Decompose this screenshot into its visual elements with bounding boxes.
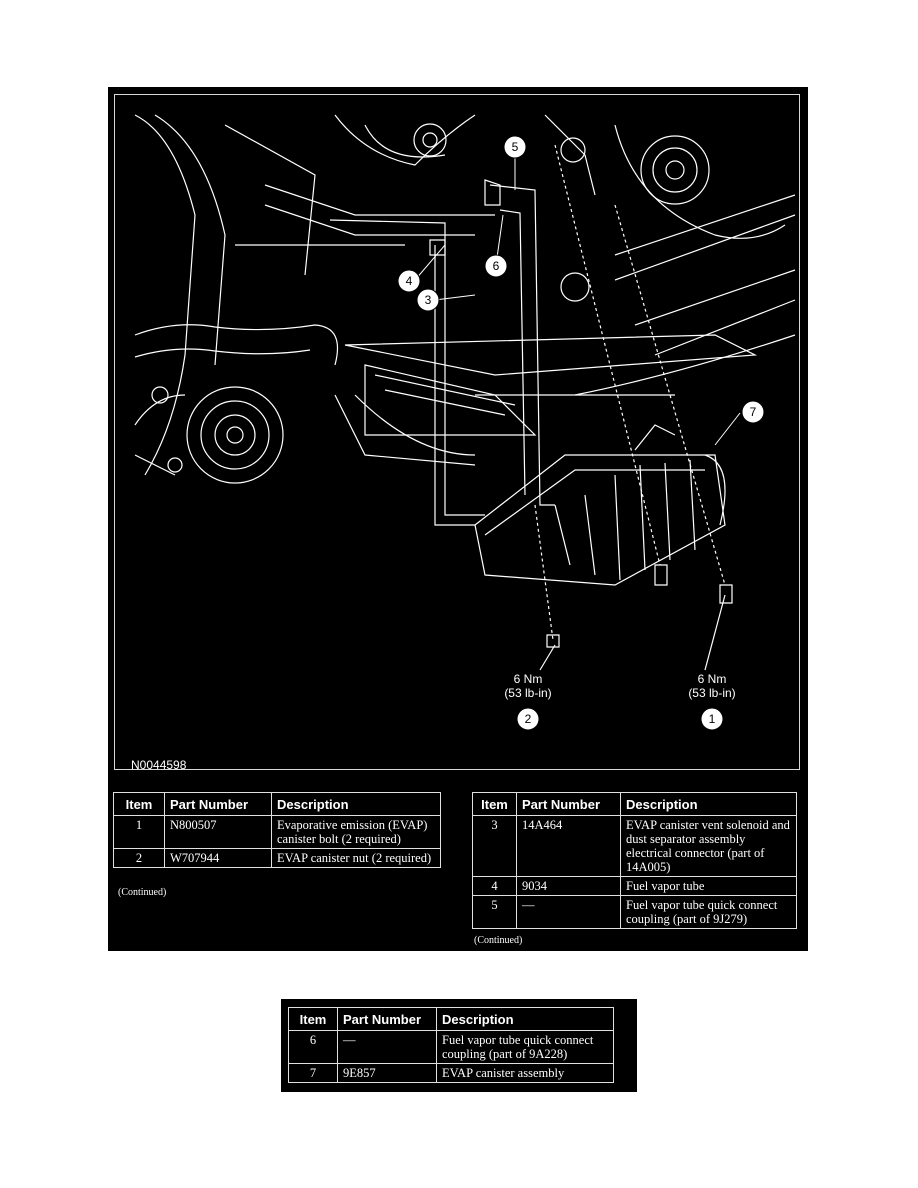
continued-left: (Continued) xyxy=(118,887,167,898)
torque-left-lbin: (53 lb-in) xyxy=(504,686,551,700)
part-cell: 9034 xyxy=(516,876,621,896)
part-cell: 14A464 xyxy=(516,815,621,877)
header-part-number: Part Number xyxy=(516,792,621,816)
desc-cell: EVAP canister nut (2 required) xyxy=(271,848,441,868)
part-cell: — xyxy=(337,1030,437,1064)
item-cell: 4 xyxy=(472,876,517,896)
continued-right: (Continued) xyxy=(474,935,523,946)
item-cell: 2 xyxy=(113,848,165,868)
callout-7: 7 xyxy=(750,405,757,419)
part-cell: 9E857 xyxy=(337,1063,437,1083)
table-row: 3 14A464 EVAP canister vent solenoid and… xyxy=(472,815,797,877)
header-description: Description xyxy=(436,1007,614,1031)
header-description: Description xyxy=(620,792,797,816)
torque-left-nm: 6 Nm xyxy=(514,672,543,686)
item-cell: 6 xyxy=(288,1030,338,1064)
table-row: 1 N800507 Evaporative emission (EVAP) ca… xyxy=(113,815,441,849)
callout-1: 1 xyxy=(709,712,716,726)
desc-cell: EVAP canister vent solenoid and dust sep… xyxy=(620,815,797,877)
header-description: Description xyxy=(271,792,441,816)
callout-2: 2 xyxy=(525,712,532,726)
table-row: 6 — Fuel vapor tube quick connect coupli… xyxy=(288,1030,614,1064)
header-item: Item xyxy=(288,1007,338,1031)
figure-panel: 5 6 4 3 7 2 1 6 Nm (53 lb-in) 6 Nm (53 l… xyxy=(108,87,808,951)
table-row: 4 9034 Fuel vapor tube xyxy=(472,876,797,896)
header-part-number: Part Number xyxy=(164,792,272,816)
evap-canister-illustration: 5 6 4 3 7 2 1 6 Nm (53 lb-in) 6 Nm (53 l… xyxy=(114,94,800,772)
part-cell: N800507 xyxy=(164,815,272,849)
item-cell: 5 xyxy=(472,895,517,929)
item-cell: 1 xyxy=(113,815,165,849)
item-cell: 7 xyxy=(288,1063,338,1083)
table-row: 7 9E857 EVAP canister assembly xyxy=(288,1063,614,1083)
callout-4: 4 xyxy=(406,274,413,288)
item-cell: 3 xyxy=(472,815,517,877)
desc-cell: EVAP canister assembly xyxy=(436,1063,614,1083)
desc-cell: Evaporative emission (EVAP) canister bol… xyxy=(271,815,441,849)
header-item: Item xyxy=(472,792,517,816)
bottom-table-panel: Item Part Number Description 6 — Fuel va… xyxy=(281,999,637,1092)
part-cell: — xyxy=(516,895,621,929)
callout-6: 6 xyxy=(493,259,500,273)
header-part-number: Part Number xyxy=(337,1007,437,1031)
desc-cell: Fuel vapor tube xyxy=(620,876,797,896)
header-item: Item xyxy=(113,792,165,816)
part-cell: W707944 xyxy=(164,848,272,868)
table-row: 5 — Fuel vapor tube quick connect coupli… xyxy=(472,895,797,929)
figure-id: N0044598 xyxy=(131,758,187,772)
desc-cell: Fuel vapor tube quick connect coupling (… xyxy=(436,1030,614,1064)
parts-table-left: Item Part Number Description 1 N800507 E… xyxy=(113,792,441,868)
torque-right-nm: 6 Nm xyxy=(698,672,727,686)
callout-5: 5 xyxy=(512,140,519,154)
parts-table-bottom: Item Part Number Description 6 — Fuel va… xyxy=(288,1007,614,1083)
callout-3: 3 xyxy=(425,293,432,307)
torque-right-lbin: (53 lb-in) xyxy=(688,686,735,700)
parts-table-right: Item Part Number Description 3 14A464 EV… xyxy=(472,792,797,929)
desc-cell: Fuel vapor tube quick connect coupling (… xyxy=(620,895,797,929)
line-drawing: 5 6 4 3 7 2 1 6 Nm (53 lb-in) 6 Nm (53 l… xyxy=(134,114,796,731)
table-row: 2 W707944 EVAP canister nut (2 required) xyxy=(113,848,441,868)
